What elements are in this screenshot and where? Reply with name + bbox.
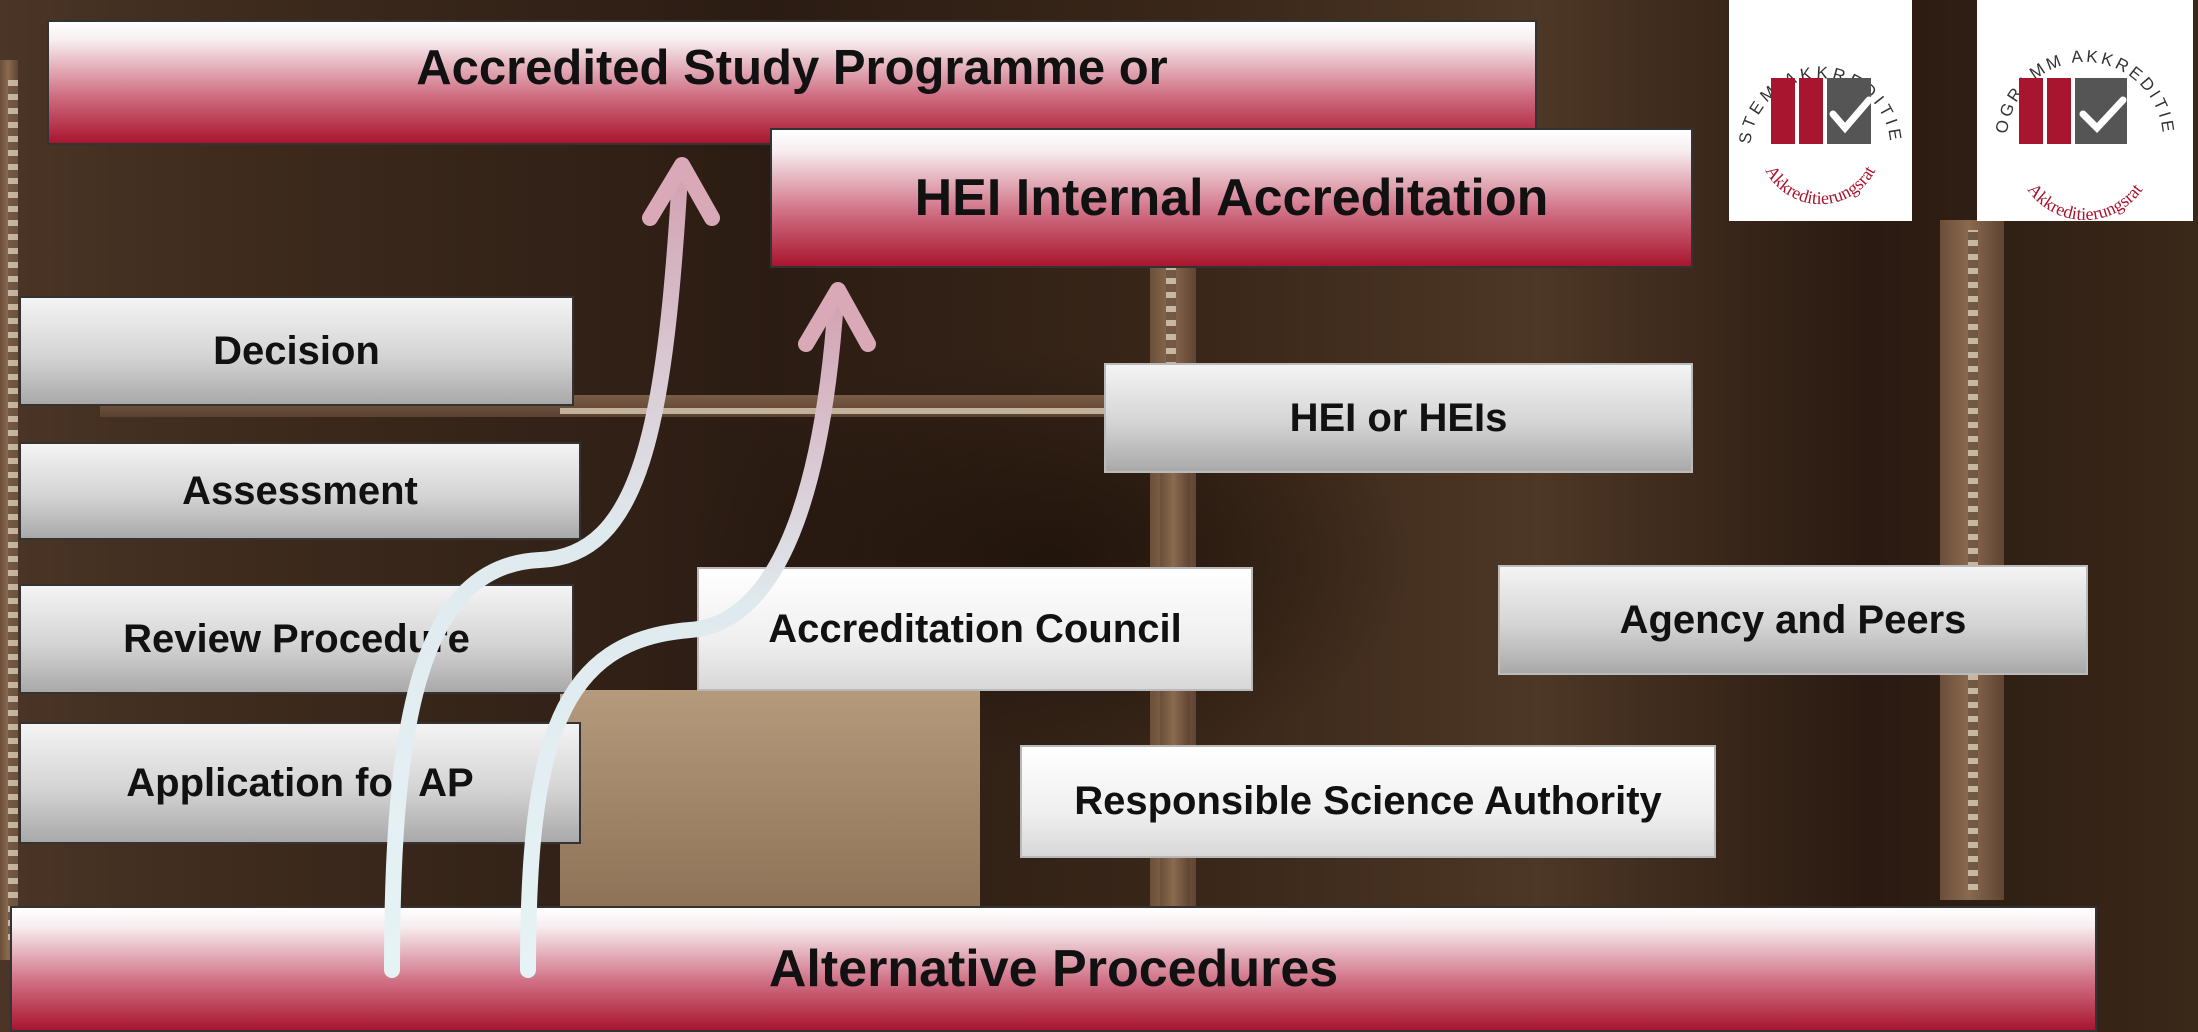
step-decision-box: Decision (19, 296, 574, 406)
seal-programme-org-text: Akkreditierungsrat (2024, 179, 2146, 221)
actor-hei-label: HEI or HEIs (1289, 395, 1508, 440)
shelf-board-edge (560, 408, 1120, 414)
actor-authority-box: Responsible Science Authority (1020, 745, 1716, 858)
step-review-box: Review Procedure (19, 584, 574, 694)
step-assessment-label: Assessment (182, 468, 418, 513)
actor-hei-box: HEI or HEIs (1104, 363, 1693, 473)
step-review-label: Review Procedure (123, 616, 470, 661)
internal-accreditation-label: HEI Internal Accreditation (914, 169, 1549, 227)
seal-programme-red-bar-1 (2019, 78, 2043, 144)
step-application-box: Application for AP (19, 722, 581, 844)
alternative-procedures-label: Alternative Procedures (768, 940, 1339, 998)
actor-council-label: Accreditation Council (768, 606, 1182, 651)
step-assessment-box: Assessment (19, 442, 581, 540)
svg-text:Akkreditierungsrat: Akkreditierungsrat (1762, 162, 1880, 208)
svg-text:Akkreditierungsrat: Akkreditierungsrat (2024, 179, 2146, 221)
actor-council-box: Accreditation Council (697, 567, 1253, 691)
alternative-procedures-box: Alternative Procedures (10, 906, 2097, 1032)
check-icon (2079, 96, 2127, 134)
shelf-edge-left (8, 80, 18, 940)
seal-programme-accredited: PROGRAMM AKKREDITIERT Akkreditierungsrat (1977, 0, 2193, 221)
internal-accreditation-box: HEI Internal Accreditation (770, 128, 1693, 268)
accredited-programme-box: Accredited Study Programme or (47, 20, 1537, 145)
step-decision-label: Decision (213, 328, 380, 373)
accredited-programme-label: Accredited Study Programme or (416, 40, 1168, 95)
seal-system-org-text: Akkreditierungsrat (1762, 162, 1880, 208)
actor-agency-label: Agency and Peers (1619, 597, 1967, 642)
shelf-edge-right (1968, 230, 1978, 890)
seal-programme-red-bar-2 (2047, 78, 2071, 144)
seal-system-accredited: SYSTEM AKKREDITIERT Akkreditierungsrat (1729, 0, 1912, 221)
seal-system-red-bar-2 (1799, 78, 1823, 144)
actor-agency-box: Agency and Peers (1498, 565, 2088, 675)
step-application-label: Application for AP (126, 760, 474, 805)
seal-system-red-bar-1 (1771, 78, 1795, 144)
check-icon (1829, 96, 1873, 134)
cardboard-box (560, 690, 980, 910)
actor-authority-label: Responsible Science Authority (1074, 779, 1662, 823)
